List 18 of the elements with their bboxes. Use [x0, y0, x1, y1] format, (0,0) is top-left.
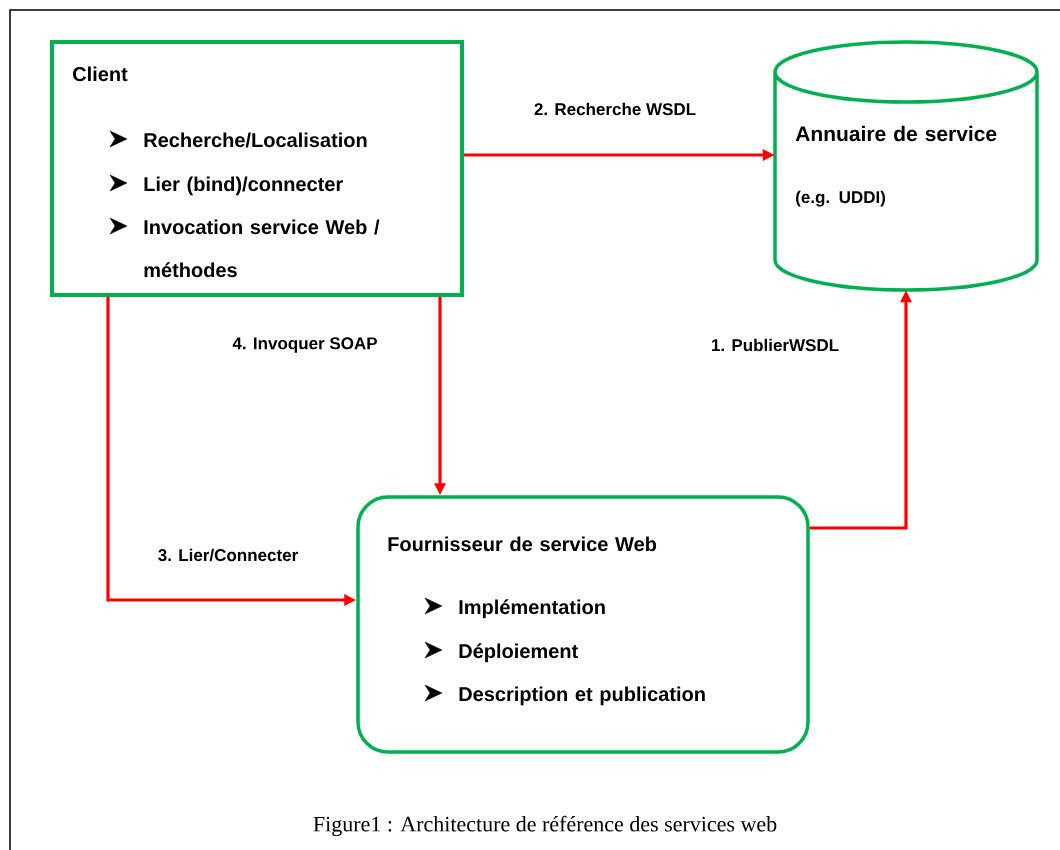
- edge-label: 4. Invoquer SOAP: [230, 335, 380, 355]
- edge-label: 3. Lier/Connecter: [155, 546, 301, 564]
- edge-label: 1. PublierWSDL: [708, 336, 842, 354]
- provider-box: [356, 495, 810, 754]
- edge-label: 2. Recherche WSDL: [531, 100, 699, 118]
- caption: Figure1 : Architecture de référence des services web: [313, 815, 777, 837]
- registry-cylinder: [773, 40, 1039, 292]
- heading-text: Annuaire de service: [795, 125, 997, 142]
- item-text: Lier (bind)/connecter: [144, 176, 343, 196]
- client-box: [50, 40, 464, 297]
- item-text: Description et publication: [459, 686, 705, 706]
- item-text: Déploiement: [459, 643, 578, 663]
- item-text: Invocation service Web / méthodes: [144, 219, 380, 278]
- note-text: (e.g. UDDI): [796, 190, 885, 207]
- heading-text: Client: [73, 66, 128, 82]
- item-text: Implémentation: [459, 599, 605, 619]
- item-text: Recherche/Localisation: [144, 132, 367, 148]
- heading-text: Fournisseur de service Web: [388, 536, 657, 552]
